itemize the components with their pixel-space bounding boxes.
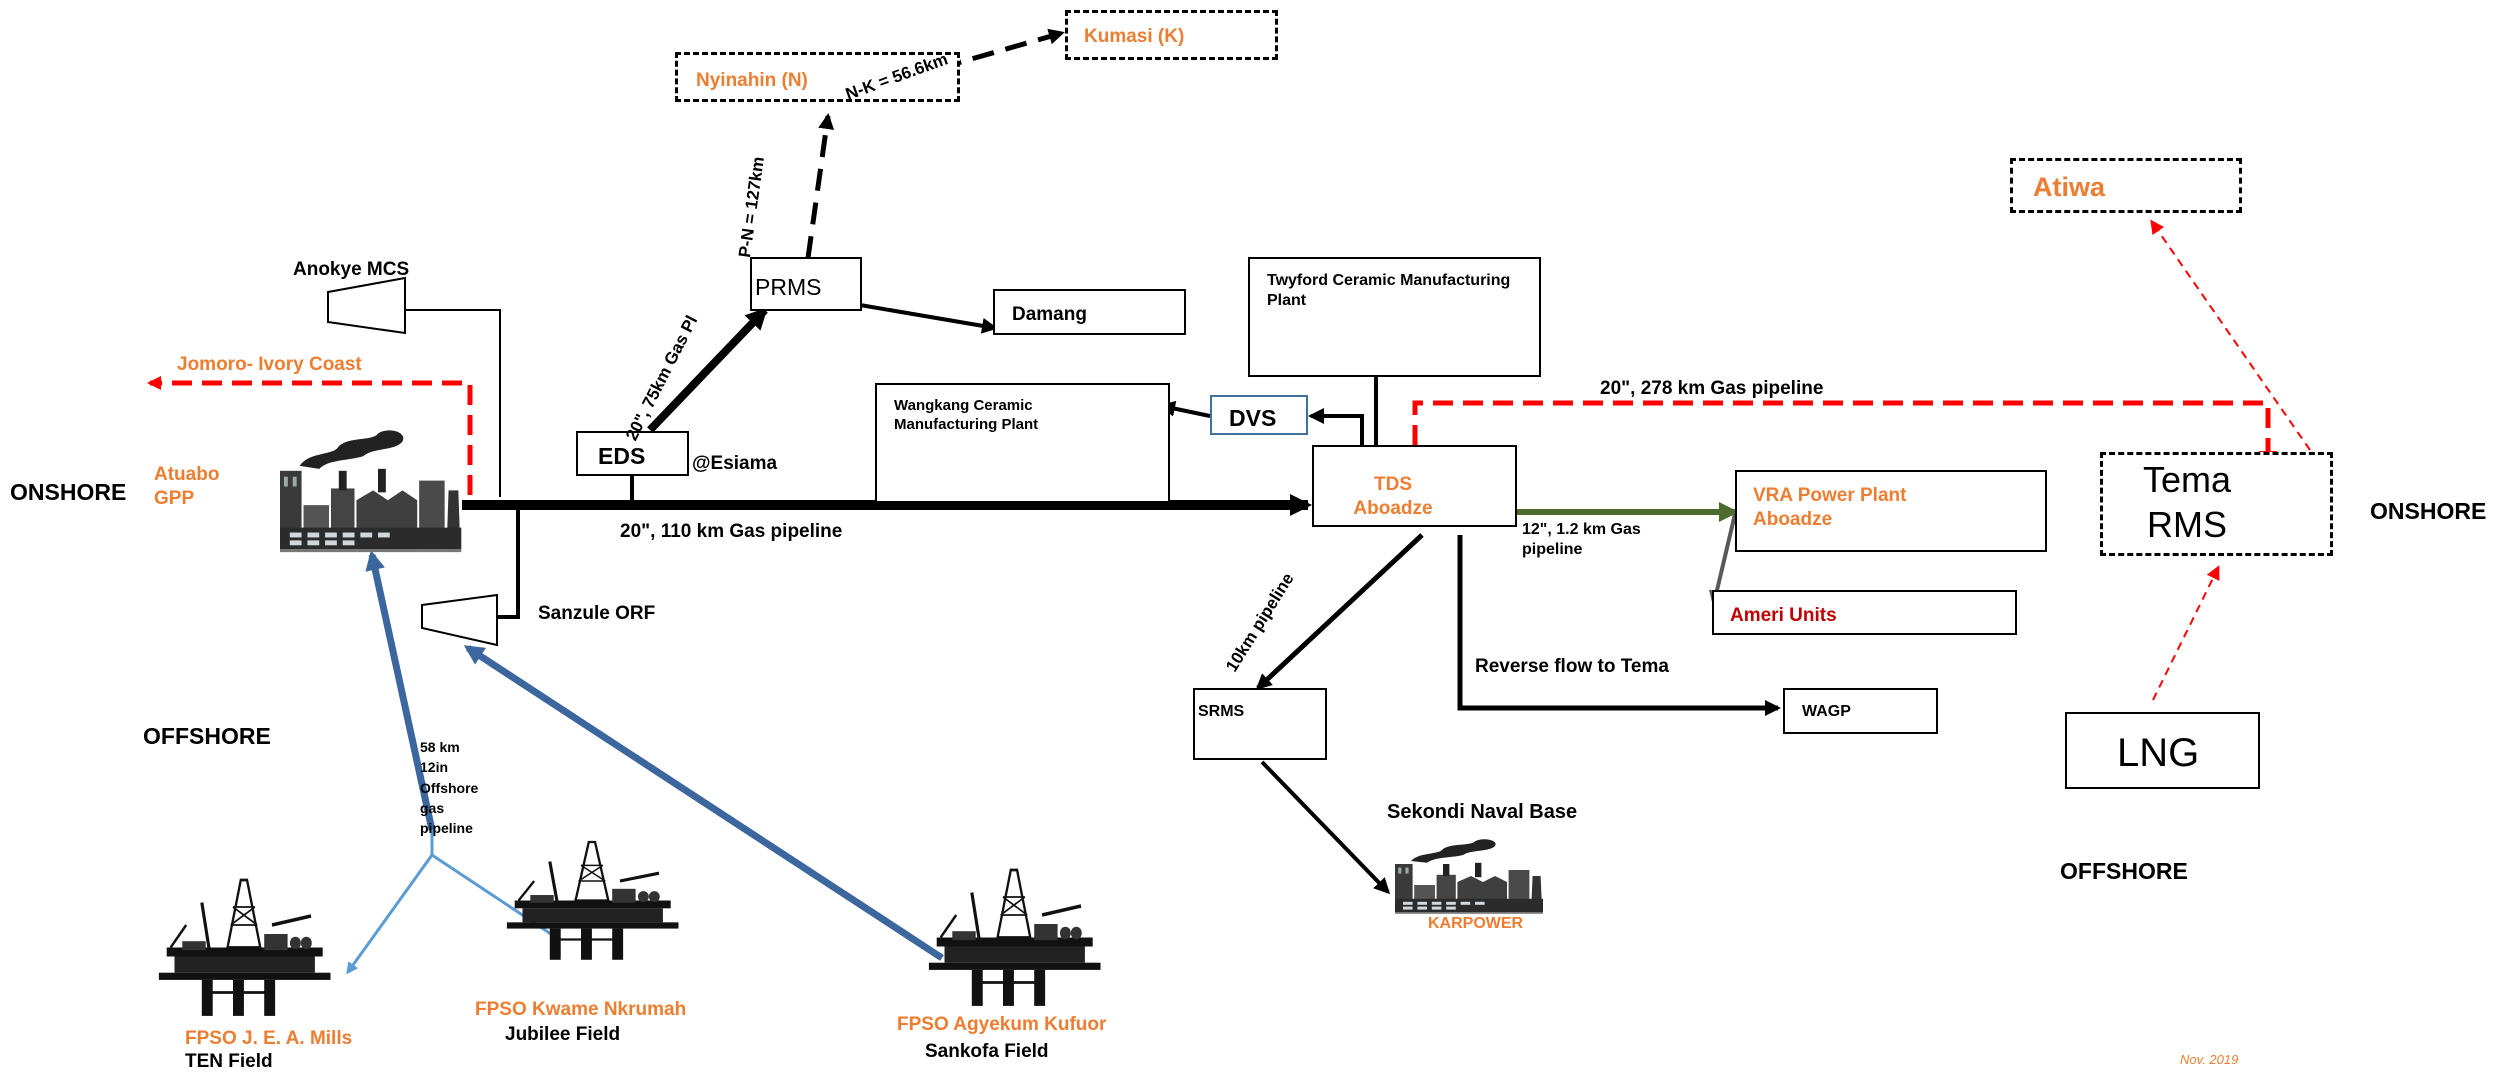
dvs-wangkang-line — [1159, 400, 1211, 418]
tds-dvs-line — [1308, 408, 1364, 445]
esiama-label: @Esiama — [692, 453, 778, 474]
offshore-pipeline — [365, 550, 436, 831]
vra-label: VRA Power Plant Aboadze — [1753, 485, 1907, 530]
nyinahin-label: Nyinahin (N) — [696, 70, 808, 91]
wangkang-label: Wangkang Ceramic Manufacturing Plant — [894, 397, 1039, 433]
lng-label: LNG — [2117, 731, 2200, 775]
fpso-kwame-nkrumah-rig-icon — [505, 840, 681, 962]
vra-ameri-line — [1708, 513, 1737, 607]
tds-srms-line — [1255, 533, 1424, 691]
eds-node: EDS — [576, 431, 689, 476]
ameri-label: Ameri Units — [1730, 605, 1837, 626]
dvs-label: DVS — [1229, 405, 1277, 431]
offshore-right-label: OFFSHORE — [2060, 858, 2188, 884]
wangkang-node: Wangkang Ceramic Manufacturing Plant — [875, 383, 1170, 503]
date-label: Nov. 2019 — [2180, 1052, 2239, 1067]
jomoro-pipeline — [147, 376, 473, 495]
jubilee-field-label: Jubilee Field — [505, 1024, 621, 1045]
fpso-agyekum-kufuor-label: FPSO Agyekum Kufuor — [897, 1014, 1107, 1035]
sanzule-orf-shape — [421, 593, 498, 647]
onshore-left-label: ONSHORE — [10, 479, 127, 505]
tema-pipeline-label: 20", 278 km Gas pipeline — [1600, 378, 1824, 399]
tema-rms-node: Tema RMS — [2100, 452, 2333, 556]
tema-atiwa-line — [2150, 219, 2311, 451]
sankofa-field-label: Sankofa Field — [925, 1041, 1049, 1062]
offshore-pipeline-label: 58 km 12in Offshore gas pipeline — [420, 739, 479, 837]
tds-tema-pipeline — [1412, 400, 2277, 469]
onshore-right-label: ONSHORE — [2370, 498, 2487, 524]
fpso-jea-mills-rig-icon — [157, 878, 333, 1018]
karpower-label: KARPOWER — [1428, 915, 1524, 932]
main-pipeline-label: 20", 110 km Gas pipeline — [620, 521, 843, 542]
twyford-label: Twyford Ceramic Manufacturing Plant — [1267, 272, 1511, 309]
prms-node: PRMS — [750, 257, 862, 311]
vra-pipeline-label: 12", 1.2 km Gas pipeline — [1522, 521, 1641, 558]
prms-nyinahin-line — [805, 113, 835, 259]
srms-label: SRMS — [1198, 703, 1245, 720]
atiwa-label: Atiwa — [2033, 172, 2106, 202]
reverse-flow-label: Reverse flow to Tema — [1475, 656, 1669, 677]
anokye-mcs-label: Anokye MCS — [293, 259, 410, 280]
srms-sekondi-line — [1260, 760, 1391, 895]
fpso-agyekum-kufuor-rig-icon — [927, 868, 1103, 1008]
ten-field-label: TEN Field — [185, 1051, 273, 1072]
lng-tema-line — [2152, 565, 2220, 701]
nyinahin-node: Nyinahin (N) — [675, 52, 960, 102]
fpso-kwame-nkrumah-label: FPSO Kwame Nkrumah — [475, 999, 687, 1020]
wagp-node: WAGP — [1783, 688, 1938, 734]
karpower-factory-icon — [1395, 839, 1543, 914]
reverse-flow-line — [1457, 535, 1781, 716]
sekondi-label: Sekondi Naval Base — [1387, 801, 1578, 823]
offshore-left-label: OFFSHORE — [143, 723, 271, 749]
sankofa-pipeline — [463, 645, 944, 961]
srms-node: SRMS — [1193, 688, 1327, 760]
anokye-connector — [405, 309, 501, 497]
tds-node: TDS Aboadze — [1312, 445, 1517, 527]
atuabo-gpp-label: Atuabo GPP — [154, 464, 220, 509]
lng-node: LNG — [2065, 712, 2260, 789]
kumasi-label: Kumasi (K) — [1084, 26, 1185, 47]
tds-label: TDS Aboadze — [1353, 474, 1433, 519]
damang-label: Damang — [1012, 304, 1087, 325]
prms-damang-line — [859, 303, 998, 334]
dvs-node: DVS — [1210, 395, 1308, 435]
atiwa-node: Atiwa — [2010, 158, 2242, 213]
jomoro-label: Jomoro- Ivory Coast — [177, 354, 362, 375]
eds-prms-pipeline — [647, 307, 768, 433]
sanzule-connector — [497, 510, 520, 619]
ten-field-pipeline — [346, 854, 434, 975]
tema-rms-label: Tema RMS — [2142, 459, 2232, 545]
sanzule-orf-label: Sanzule ORF — [538, 603, 656, 624]
vra-node: VRA Power Plant Aboadze — [1735, 470, 2047, 552]
eds-label: EDS — [598, 443, 646, 469]
damang-node: Damang — [993, 289, 1186, 335]
ameri-node: Ameri Units — [1712, 590, 2017, 635]
kumasi-node: Kumasi (K) — [1065, 10, 1278, 60]
fpso-jea-mills-label: FPSO J. E. A. Mills — [185, 1028, 353, 1049]
prms-label: PRMS — [755, 274, 822, 300]
atuabo-gpp-factory-icon — [280, 430, 462, 553]
anokye-mcs-shape — [327, 276, 406, 335]
wagp-label: WAGP — [1802, 703, 1851, 720]
nyinahin-kumasi-line — [939, 28, 1065, 71]
twyford-node: Twyford Ceramic Manufacturing Plant — [1248, 257, 1541, 377]
